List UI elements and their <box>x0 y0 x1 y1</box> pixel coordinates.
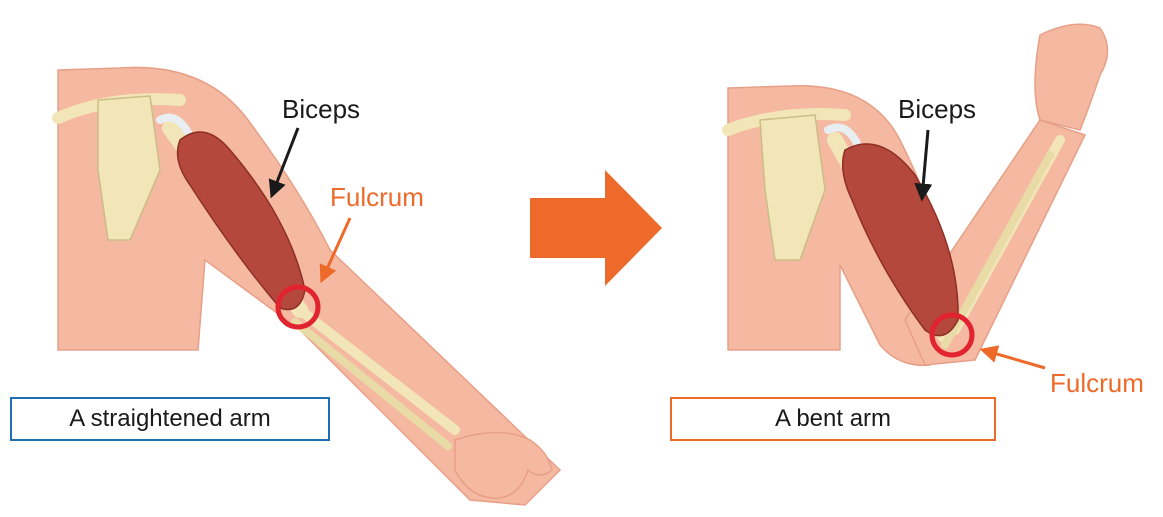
right-fulcrum-pointer-arrow <box>983 350 1045 368</box>
right-fist <box>1035 24 1108 130</box>
bent-arm-caption: A bent arm <box>670 397 996 441</box>
left-fulcrum-label: Fulcrum <box>330 184 424 210</box>
right-arrow-icon <box>530 170 662 286</box>
right-biceps-pointer-arrow <box>922 130 928 198</box>
straightened-arm-caption: A straightened arm <box>10 397 330 441</box>
left-biceps-label: Biceps <box>282 96 360 122</box>
right-biceps-label: Biceps <box>898 96 976 122</box>
right-fulcrum-label: Fulcrum <box>1050 370 1144 396</box>
bent-arm-illustration <box>728 24 1108 368</box>
